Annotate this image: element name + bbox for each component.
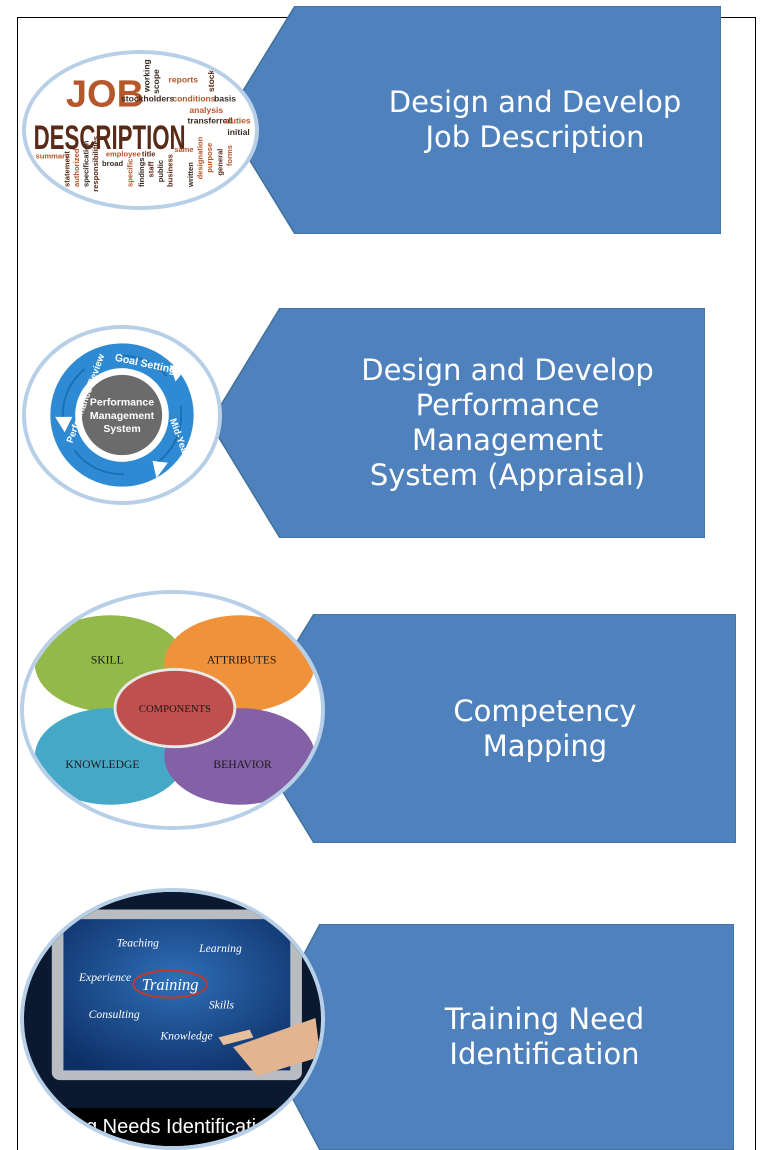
cloud-word: working xyxy=(142,59,152,93)
cloud-word: forms xyxy=(225,145,234,166)
cloud-word: purpose xyxy=(205,143,214,173)
cloud-word: broad xyxy=(102,159,123,168)
step-2-title-line-2: Performance xyxy=(415,388,600,422)
step-4-title-line-1: Training Need xyxy=(444,1002,645,1036)
training-screen-image: Teaching Learning Experience Training Sk… xyxy=(20,888,325,1150)
cloud-word: written xyxy=(186,162,195,188)
training-word-knowledge: Knowledge xyxy=(159,1029,212,1042)
training-center-word: Training xyxy=(142,975,199,994)
cloud-word: public xyxy=(156,160,165,182)
cloud-word: stockholders xyxy=(121,94,174,104)
cloud-word: findings xyxy=(137,157,146,187)
step-1-title: Design and Develop Job Description xyxy=(345,6,725,234)
venn-label-skill: SKILL xyxy=(91,654,124,667)
training-word-teaching: Teaching xyxy=(117,936,159,949)
cloud-word: responsibilities xyxy=(91,136,100,192)
cloud-word: same xyxy=(174,145,193,154)
step-4-banner: Training Need Identification xyxy=(260,924,734,1150)
step-1-title-line-1: Design and Develop xyxy=(388,85,682,119)
step-4-title: Training Need Identification xyxy=(355,924,734,1150)
venn-label-behavior: BEHAVIOR xyxy=(213,758,272,771)
training-caption-strip: g Needs Identification & T xyxy=(24,1108,321,1146)
step-1-title-line-2: Job Description xyxy=(425,120,645,154)
cycle-center-line-2: Management xyxy=(90,410,155,422)
cloud-word: general xyxy=(216,149,225,176)
step-2-title-line-4: System (Appraisal) xyxy=(369,458,646,492)
cloud-word: stock xyxy=(206,69,216,92)
cloud-word-description: DESCRIPTION xyxy=(34,119,186,157)
training-word-consulting: Consulting xyxy=(89,1008,140,1021)
cloud-word: specification xyxy=(82,140,91,187)
step-2-banner: Design and Develop Performance Managemen… xyxy=(210,308,705,538)
training-word-skills: Skills xyxy=(209,998,235,1011)
cloud-word: specific xyxy=(125,159,134,187)
cloud-word-job: JOB xyxy=(66,73,144,115)
cloud-word: summary xyxy=(36,152,71,161)
cycle-center-line-1: Performance xyxy=(90,396,154,408)
venn-label-knowledge: KNOWLEDGE xyxy=(65,758,139,771)
cloud-word: staff xyxy=(146,161,155,178)
cloud-word: conditions xyxy=(172,94,215,104)
step-3-title-line-2: Mapping xyxy=(482,728,608,763)
step-4-title-line-2: Identification xyxy=(449,1037,640,1071)
training-word-learning: Learning xyxy=(198,942,242,955)
performance-cycle-image: Performance Management System Goal Setti… xyxy=(22,325,222,505)
cloud-word: business xyxy=(165,154,174,187)
venn-label-attributes: ATTRIBUTES xyxy=(207,654,277,667)
cloud-word: authorized xyxy=(72,148,81,187)
cloud-word: designation xyxy=(196,136,205,179)
competency-venn-image: SKILL ATTRIBUTES COMPONENTS KNOWLEDGE BE… xyxy=(20,590,325,830)
cloud-word: scope xyxy=(151,69,161,94)
training-word-experience: Experience xyxy=(78,971,131,984)
cloud-word: employee xyxy=(106,150,141,159)
step-3-title: Competency Mapping xyxy=(354,614,736,843)
cycle-center-line-3: System xyxy=(103,423,140,435)
cloud-word: initial xyxy=(227,127,249,137)
venn-label-components: COMPONENTS xyxy=(139,704,211,715)
cloud-word: basis xyxy=(214,94,236,104)
cloud-word: duties xyxy=(226,115,251,125)
step-2-title: Design and Develop Performance Managemen… xyxy=(310,308,705,538)
step-2-title-line-3: Management xyxy=(411,423,604,457)
step-2-title-line-1: Design and Develop xyxy=(361,353,654,387)
step-1-banner: Design and Develop Job Description xyxy=(225,6,721,234)
cloud-word: statement xyxy=(63,151,72,187)
cloud-word: analysis xyxy=(189,105,223,115)
job-description-word-cloud-image: JOB DESCRIPTION working scope reports st… xyxy=(22,50,259,210)
cloud-word: reports xyxy=(169,75,199,85)
step-3-title-line-1: Competency xyxy=(453,693,637,728)
cloud-word: title xyxy=(142,150,156,159)
cloud-word: transferred xyxy=(188,115,233,125)
